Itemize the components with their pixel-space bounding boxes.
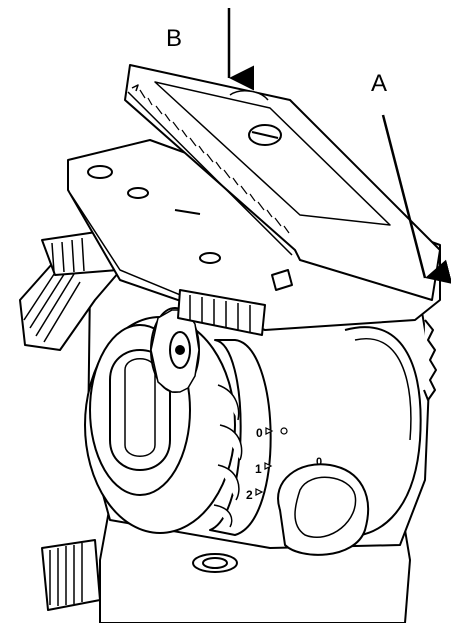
- callout-arrow-a: [381, 114, 451, 284]
- platform-lock-wheel: [177, 289, 266, 336]
- platform-screw-1: [87, 165, 113, 179]
- drum-mark-1: 1: [255, 462, 262, 476]
- safety-stop: [271, 269, 293, 291]
- plate-scale: [139, 89, 290, 234]
- callout-label-b: B: [166, 25, 183, 52]
- platform-screw-3: [199, 252, 221, 264]
- drum-indicator-0: [265, 427, 274, 435]
- counterbalance-drum: [209, 339, 272, 536]
- lower-left-knob: [41, 539, 101, 611]
- drum-indicator-1: [264, 462, 273, 470]
- drum-indicator-2: [255, 488, 264, 496]
- platform-screw-2: [127, 187, 149, 199]
- callout-label-a: A: [371, 70, 388, 97]
- drum-mark-0: 0: [256, 426, 263, 440]
- knob-mark-0: 0: [316, 456, 322, 468]
- drum-mark-2: 2: [246, 488, 253, 502]
- pan-gear-edge: [423, 319, 437, 401]
